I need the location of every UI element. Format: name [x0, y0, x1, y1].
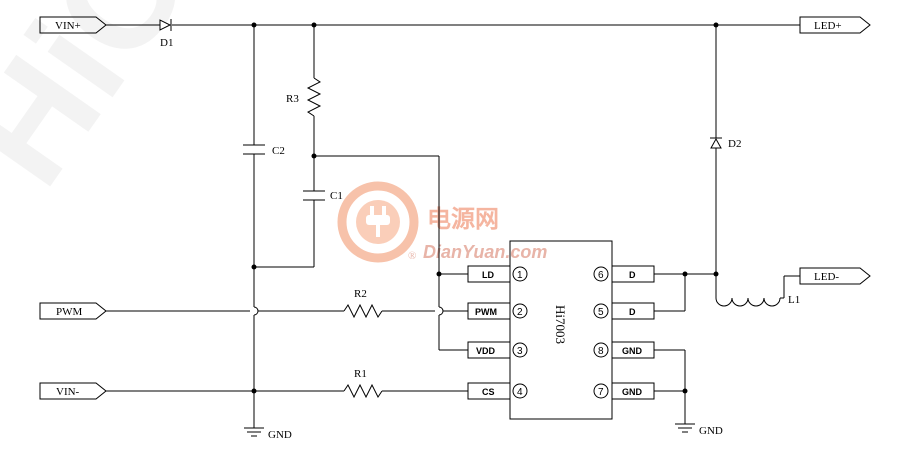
svg-text:D: D	[629, 270, 636, 280]
svg-text:GND: GND	[622, 346, 643, 356]
svg-text:7: 7	[598, 387, 604, 398]
svg-text:LED-: LED-	[814, 271, 839, 283]
ic-name: Hi7003	[553, 305, 568, 344]
svg-text:D: D	[629, 307, 636, 317]
svg-text:8: 8	[598, 346, 604, 357]
port-vin-minus: VIN-	[39, 382, 107, 400]
resistor-r2: R2	[343, 288, 383, 319]
watermark-big-text: HiC	[0, 0, 219, 213]
svg-text:1: 1	[517, 270, 523, 281]
watermark-reg-mark: ®	[408, 250, 416, 262]
watermark-ring-icon	[337, 181, 419, 263]
capacitor-c2: C2	[243, 144, 285, 157]
ic-pin-2: PWM 2	[467, 302, 528, 320]
ic-pin-1: LD 1	[467, 265, 528, 283]
label-d2: D2	[728, 138, 741, 150]
capacitor-c1: C1	[303, 190, 343, 202]
ground-left: GND	[244, 427, 292, 441]
svg-text:PWM: PWM	[56, 306, 83, 318]
svg-text:5: 5	[598, 307, 604, 318]
port-led-minus: LED-	[799, 267, 871, 285]
ground-right: GND	[675, 423, 723, 437]
inductor-l1: L1	[715, 294, 800, 307]
svg-text:3: 3	[517, 346, 523, 357]
label-c1: C1	[330, 190, 343, 202]
ic-pin-6: 6 D	[593, 265, 655, 283]
label-r3: R3	[286, 93, 299, 105]
label-c2: C2	[272, 145, 285, 157]
ic-hi7003: Hi7003	[509, 240, 613, 420]
port-vin-plus: VIN+	[39, 16, 107, 34]
svg-text:GND: GND	[268, 429, 292, 441]
ic-pin-3: VDD 3	[467, 341, 528, 359]
svg-text:GND: GND	[622, 387, 643, 397]
ic-pin-8: 8 GND	[593, 341, 655, 359]
svg-text:CS: CS	[482, 387, 495, 397]
svg-text:PWM: PWM	[475, 307, 497, 317]
label-d1: D1	[160, 37, 173, 49]
svg-text:LED+: LED+	[814, 20, 842, 32]
watermark-cn-text: 电源网	[427, 205, 499, 233]
svg-text:VIN+: VIN+	[55, 20, 81, 32]
ic-pin-7: 7 GND	[593, 382, 655, 400]
label-r2: R2	[354, 288, 367, 300]
watermark-en-text: DianYuan.com	[423, 242, 547, 262]
watermark-logo: 电源网 DianYuan.com ®	[337, 181, 547, 263]
diode-d1: D1	[159, 19, 173, 49]
resistor-r1: R1	[343, 368, 383, 399]
svg-text:6: 6	[598, 270, 604, 281]
label-r1: R1	[354, 368, 367, 380]
diode-d2: D2	[710, 137, 741, 150]
svg-text:VDD: VDD	[476, 346, 496, 356]
label-l1: L1	[788, 294, 800, 306]
resistor-r3: R3	[286, 77, 322, 117]
port-pwm: PWM	[39, 302, 107, 320]
svg-text:GND: GND	[699, 425, 723, 437]
svg-text:4: 4	[517, 387, 523, 398]
svg-text:2: 2	[517, 307, 523, 318]
ic-pin-5: 5 D	[593, 302, 655, 320]
svg-text:LD: LD	[482, 270, 494, 280]
port-led-plus: LED+	[799, 16, 871, 34]
svg-text:VIN-: VIN-	[56, 386, 80, 398]
ic-pin-4: CS 4	[467, 382, 528, 400]
